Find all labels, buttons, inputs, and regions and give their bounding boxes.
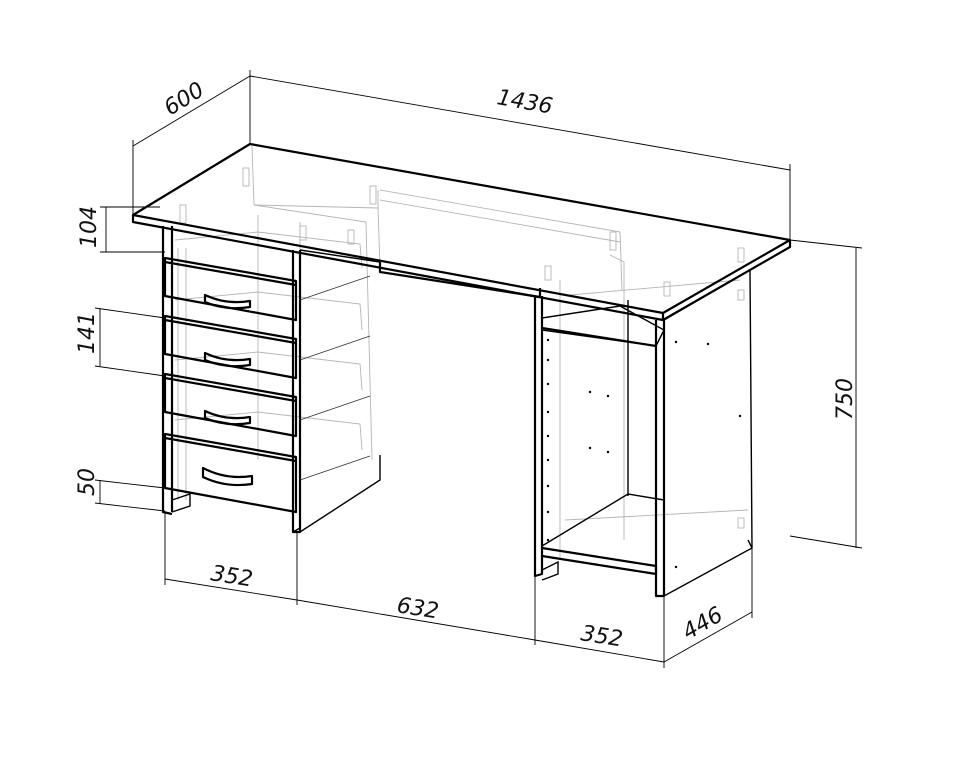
hidden-lines	[174, 145, 749, 560]
dimension-lines	[94, 70, 863, 668]
drawer-3	[163, 372, 298, 438]
label-width-total: 1436	[495, 85, 554, 119]
label-height-total: 750	[833, 378, 858, 420]
label-pedestal-left-width: 352	[209, 561, 254, 592]
dowel-holes	[546, 338, 742, 569]
label-depth-top: 600	[160, 78, 209, 121]
drawer-2	[163, 314, 298, 380]
label-pedestal-depth: 446	[679, 603, 728, 646]
drawer-3-handle	[203, 409, 252, 426]
drawer-1-handle	[203, 293, 252, 310]
drawer-2-handle	[203, 351, 252, 368]
dimension-labels: 600 1436 104 141 50 750 352 632 352 446	[75, 78, 858, 653]
drawer-4-handle	[201, 466, 254, 487]
label-knee-space-width: 632	[395, 593, 440, 624]
back-rail	[378, 262, 542, 299]
drawer-4	[163, 432, 298, 514]
label-drawer-height: 141	[75, 312, 100, 354]
left-pedestal	[161, 226, 381, 534]
tabletop	[131, 142, 792, 322]
label-pedestal-right-width: 352	[579, 621, 624, 652]
drawer-1	[163, 256, 298, 322]
label-plinth-height: 50	[75, 468, 100, 496]
right-pedestal	[533, 268, 753, 598]
label-drawer-top-gap: 104	[77, 206, 102, 248]
